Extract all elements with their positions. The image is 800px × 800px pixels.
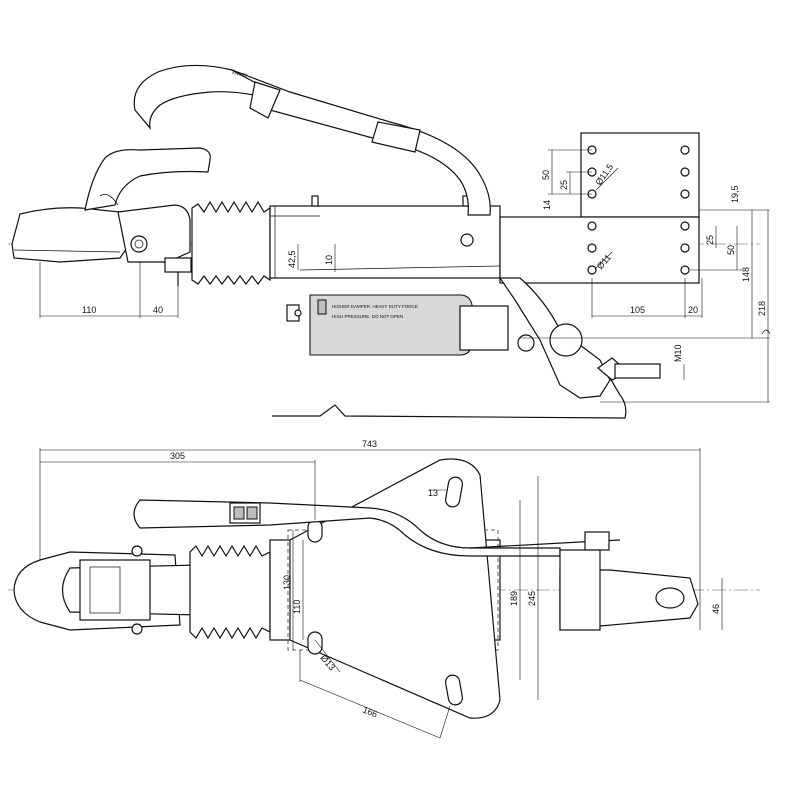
leader-line bbox=[595, 251, 613, 269]
mount-hole bbox=[680, 145, 690, 155]
coupling-edge bbox=[13, 249, 121, 253]
leader-line bbox=[314, 639, 341, 673]
flange-plate-top bbox=[289, 458, 501, 719]
mount-hole bbox=[680, 167, 690, 177]
brake-cable bbox=[272, 377, 627, 419]
lever-top-label-icon bbox=[233, 506, 245, 520]
handbrake-lever bbox=[231, 69, 491, 216]
damper-pivot bbox=[517, 334, 535, 352]
mount-hole bbox=[680, 243, 690, 253]
dim-25-top: 25 bbox=[559, 180, 569, 190]
lever-detail bbox=[99, 193, 119, 206]
dim-130: 130 bbox=[282, 575, 292, 590]
dim-40-side: 40 bbox=[153, 305, 163, 315]
lever-top-label-icon bbox=[246, 506, 258, 520]
stop-block bbox=[164, 257, 192, 273]
dim-305: 305 bbox=[170, 451, 185, 461]
damper-label-icon bbox=[317, 299, 327, 315]
flange-slot-bottom bbox=[445, 674, 463, 706]
damper-label-2: HIGH PRESSURE. DO NOT OPEN bbox=[332, 314, 403, 319]
dim-218: 218 bbox=[757, 301, 767, 316]
top-dimensions: 743 305 13 130 110 189 245 46 Ø13 166 bbox=[39, 439, 723, 739]
flange-slot-top bbox=[445, 476, 463, 508]
dim-46: 46 bbox=[711, 604, 721, 614]
dim-189: 189 bbox=[509, 591, 519, 606]
dim-743: 743 bbox=[362, 439, 377, 449]
ext-line bbox=[439, 705, 451, 739]
mount-hole bbox=[587, 265, 597, 275]
dim-50-right: 50 bbox=[726, 245, 736, 255]
dim-arc bbox=[761, 329, 771, 335]
mount-slot-1 bbox=[307, 519, 323, 543]
dim-110-top: 110 bbox=[292, 600, 302, 614]
handbrake-grip bbox=[133, 64, 276, 131]
dim-245: 245 bbox=[527, 591, 537, 606]
housing-nut-1 bbox=[311, 195, 319, 207]
side-dimensions: 110 40 42,5 10 50 25 Ø11,5 14 19,5 25 50 bbox=[39, 149, 771, 403]
cable-top-clamp bbox=[584, 531, 610, 551]
dim-m10: M10 bbox=[673, 344, 683, 362]
dim-105: 105 bbox=[630, 305, 645, 315]
side-view: KNOTT HIGHER DAMPER. HEAVY DUTY FORCE HI… bbox=[8, 64, 771, 419]
damper-rod-housing bbox=[459, 305, 509, 351]
dim-20: 20 bbox=[688, 305, 698, 315]
joint-bolt bbox=[130, 235, 148, 253]
joint-plate bbox=[117, 204, 191, 263]
coupling-lever bbox=[84, 147, 211, 211]
mount-hole bbox=[680, 189, 690, 199]
leader-line bbox=[595, 167, 619, 191]
lever-top-detail bbox=[89, 566, 121, 614]
dim-148: 148 bbox=[741, 267, 751, 282]
dim-166: 166 bbox=[361, 705, 379, 720]
top-bolt-2 bbox=[131, 623, 143, 635]
dim-110-side: 110 bbox=[82, 305, 96, 315]
bracket-hole bbox=[549, 323, 583, 357]
mount-hole bbox=[680, 265, 690, 275]
coupling-lever-top bbox=[79, 559, 151, 621]
dim-14: 14 bbox=[542, 200, 552, 210]
top-view: 743 305 13 130 110 189 245 46 Ø13 166 bbox=[8, 439, 760, 739]
housing-bolt bbox=[460, 233, 474, 247]
dim-line bbox=[299, 679, 441, 739]
dim-13-top: 13 bbox=[428, 488, 438, 498]
mount-hole bbox=[587, 221, 597, 231]
dim-19-5: 19,5 bbox=[730, 185, 740, 203]
dim-50-top: 50 bbox=[541, 170, 551, 180]
housing-lower-line bbox=[299, 265, 501, 271]
top-bolt-1 bbox=[131, 545, 143, 557]
mount-slot-2 bbox=[307, 631, 323, 655]
mount-hole bbox=[680, 221, 690, 231]
handle-text: KNOTT bbox=[232, 70, 248, 78]
mount-hole bbox=[587, 243, 597, 253]
coupling-head bbox=[11, 207, 136, 263]
dim-10: 10 bbox=[324, 255, 334, 265]
damper-label-1: HIGHER DAMPER. HEAVY DUTY FORCE bbox=[332, 304, 418, 309]
right-bracket-block bbox=[559, 549, 601, 631]
lever-clamp bbox=[371, 121, 421, 153]
bellows-top bbox=[189, 544, 271, 640]
right-bracket-hole bbox=[655, 587, 685, 609]
cable-end bbox=[614, 363, 661, 379]
damper-front-pin bbox=[294, 309, 302, 317]
bellows bbox=[191, 200, 271, 285]
mount-plate-lower bbox=[499, 216, 700, 284]
mount-plate-upper bbox=[580, 132, 700, 218]
lever-sleeve bbox=[249, 81, 281, 119]
dim-42-5: 42,5 bbox=[287, 250, 297, 268]
dim-25-right: 25 bbox=[705, 235, 715, 245]
joint-bolt-inner bbox=[134, 239, 144, 249]
